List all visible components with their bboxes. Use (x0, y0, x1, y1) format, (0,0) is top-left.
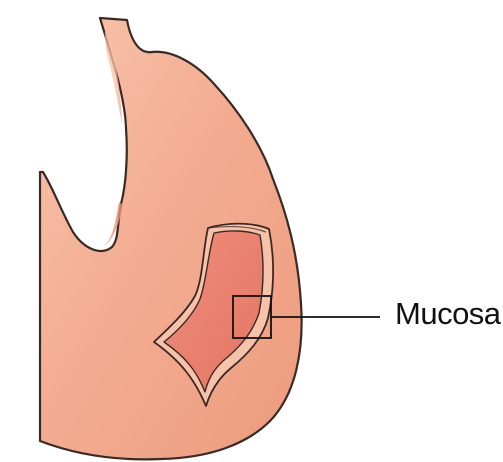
mucosa-label: Mucosa (395, 296, 501, 332)
